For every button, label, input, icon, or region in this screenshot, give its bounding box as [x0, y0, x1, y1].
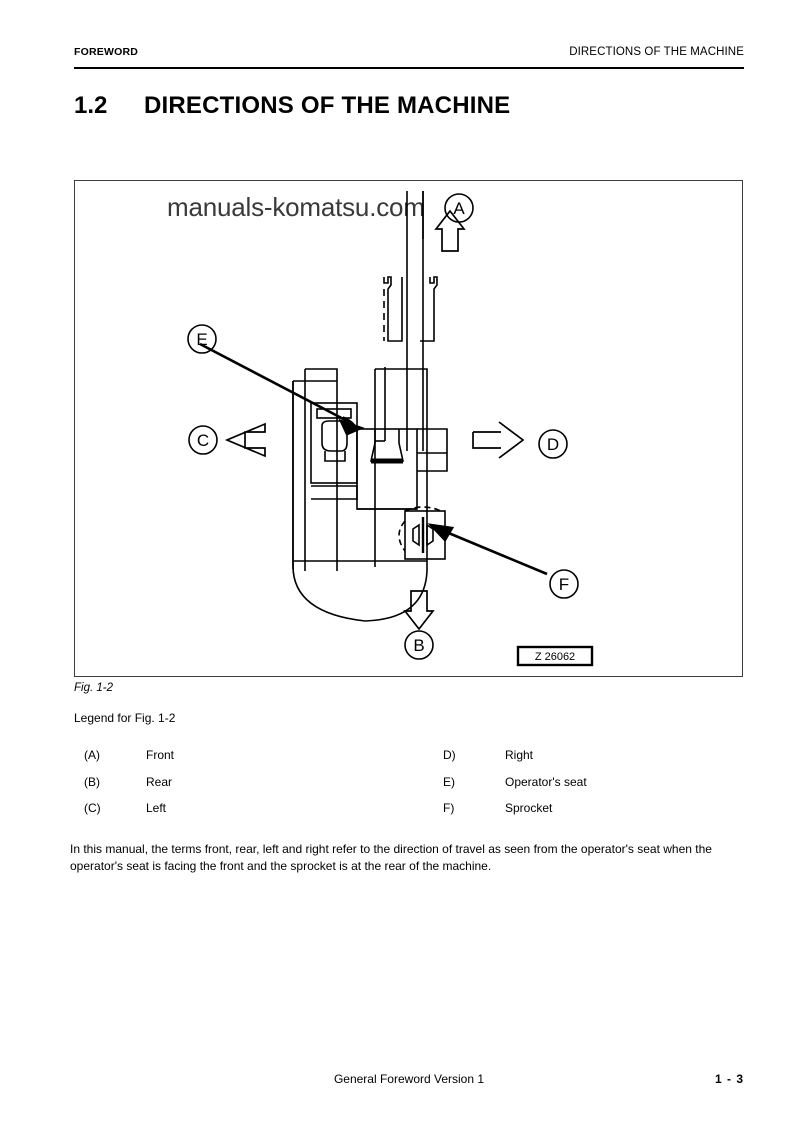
- legend-key: (C): [84, 801, 101, 815]
- legend-row: F) Sprocket: [443, 801, 587, 828]
- leader-line-e: [199, 342, 365, 436]
- header-section-label: FOREWORD: [74, 46, 139, 58]
- legend-row: (C) Left: [84, 801, 174, 828]
- header-chapter-label: DIRECTIONS OF THE MACHINE: [569, 46, 744, 58]
- legend-key: F): [443, 801, 455, 815]
- legend-key: E): [443, 774, 455, 789]
- direction-arrow-down: [403, 590, 435, 631]
- callout-letters: A B C D E F: [196, 199, 569, 655]
- page-title: 1.2 DIRECTIONS OF THE MACHINE: [74, 92, 510, 120]
- legend-value: Front: [146, 748, 175, 762]
- callout-letter-c: C: [197, 431, 209, 450]
- legend-row: (B) Rear: [84, 775, 174, 802]
- callout-letter-b: B: [413, 636, 424, 655]
- legend-value: Right: [505, 748, 534, 762]
- legend-row: (A) Front: [84, 748, 174, 775]
- direction-arrow-up: [434, 209, 466, 252]
- legend-row: D) Right: [443, 748, 587, 775]
- legend-value: Sprocket: [505, 801, 553, 815]
- figure-reference-box: Z 26062: [516, 645, 594, 667]
- legend-key: (B): [84, 774, 100, 789]
- section-title: DIRECTIONS OF THE MACHINE: [144, 92, 511, 119]
- direction-arrow-left: [224, 422, 266, 458]
- engine-hood-group: [356, 428, 448, 510]
- legend-value: Rear: [146, 774, 173, 789]
- figure-caption: Fig. 1-2: [74, 682, 113, 694]
- boom-arm-group: [383, 191, 438, 451]
- callout-letter-a: A: [453, 199, 465, 218]
- callout-circles: [187, 193, 579, 660]
- page-header: FOREWORD DIRECTIONS OF THE MACHINE: [74, 46, 744, 58]
- watermark-text: manuals-komatsu.com: [167, 192, 425, 222]
- leader-line-f: [427, 523, 548, 576]
- figure-reference-code: Z 26062: [535, 651, 575, 663]
- direction-arrow-right: [472, 421, 525, 459]
- header-divider: [74, 67, 744, 69]
- body-paragraph: In this manual, the terms front, rear, l…: [70, 842, 712, 873]
- legend-row: E) Operator's seat: [443, 775, 587, 802]
- legend-value: Operator's seat: [505, 774, 587, 789]
- sprocket-group: [398, 506, 446, 560]
- footer-document-title: General Foreword Version 1: [333, 1072, 485, 1086]
- operator-cab-group: [310, 402, 358, 500]
- legend-column-right: D) Right E) Operator's seat F) Sprocket: [443, 748, 587, 828]
- machine-top-view-diagram: A B C D E F Z 26062: [187, 191, 594, 667]
- callout-letter-f: F: [559, 575, 569, 594]
- footer-page-number: 1 - 3: [714, 1072, 744, 1086]
- legend-title: Legend for Fig. 1-2: [74, 711, 176, 725]
- legend-value: Left: [146, 801, 167, 815]
- legend-column-left: (A) Front (B) Rear (C) Left: [84, 748, 174, 828]
- legend-key: (A): [84, 748, 100, 762]
- legend-key: D): [443, 748, 456, 762]
- figure-frame: manuals-komatsu.com: [74, 180, 743, 677]
- callout-letter-e: E: [196, 330, 207, 349]
- section-number: 1.2: [74, 92, 108, 119]
- callout-letter-d: D: [547, 435, 559, 454]
